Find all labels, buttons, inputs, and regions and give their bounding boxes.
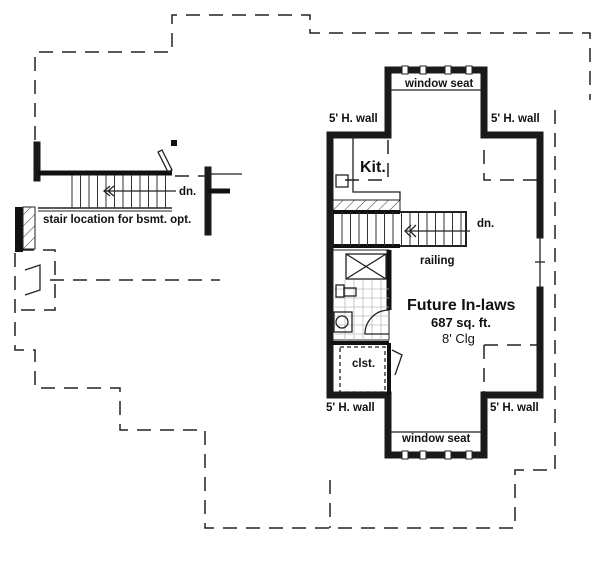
stair-direction-arrow-icon bbox=[102, 185, 115, 197]
wall-height-label: 5' H. wall bbox=[490, 402, 539, 414]
wall-height-label: 5' H. wall bbox=[491, 113, 540, 125]
closet bbox=[330, 341, 403, 395]
stairs-down-label: dn. bbox=[179, 186, 196, 198]
railing-label: railing bbox=[420, 255, 455, 267]
outer-footprint-dashed bbox=[14, 14, 591, 529]
bathroom bbox=[332, 249, 392, 341]
stairs-down-label: dn. bbox=[477, 218, 494, 230]
room-name: Future In-laws bbox=[407, 297, 516, 314]
shower bbox=[345, 253, 387, 280]
stair-direction-arrow-icon bbox=[404, 224, 417, 238]
window-seat-label: window seat bbox=[404, 78, 474, 90]
wall-height-label: 5' H. wall bbox=[326, 402, 375, 414]
window-seat-label: window seat bbox=[401, 433, 471, 445]
ceiling-height: 8' Clg bbox=[442, 331, 475, 346]
main-stairs bbox=[332, 210, 470, 248]
stair-location-note: stair location for bsmt. opt. bbox=[43, 214, 191, 226]
wall-height-label: 5' H. wall bbox=[329, 113, 378, 125]
left-stair-area bbox=[15, 140, 242, 252]
room-area: 687 sq. ft. bbox=[431, 315, 491, 330]
kitchen-label: Kit. bbox=[360, 159, 386, 176]
closet-label: clst. bbox=[352, 358, 375, 370]
